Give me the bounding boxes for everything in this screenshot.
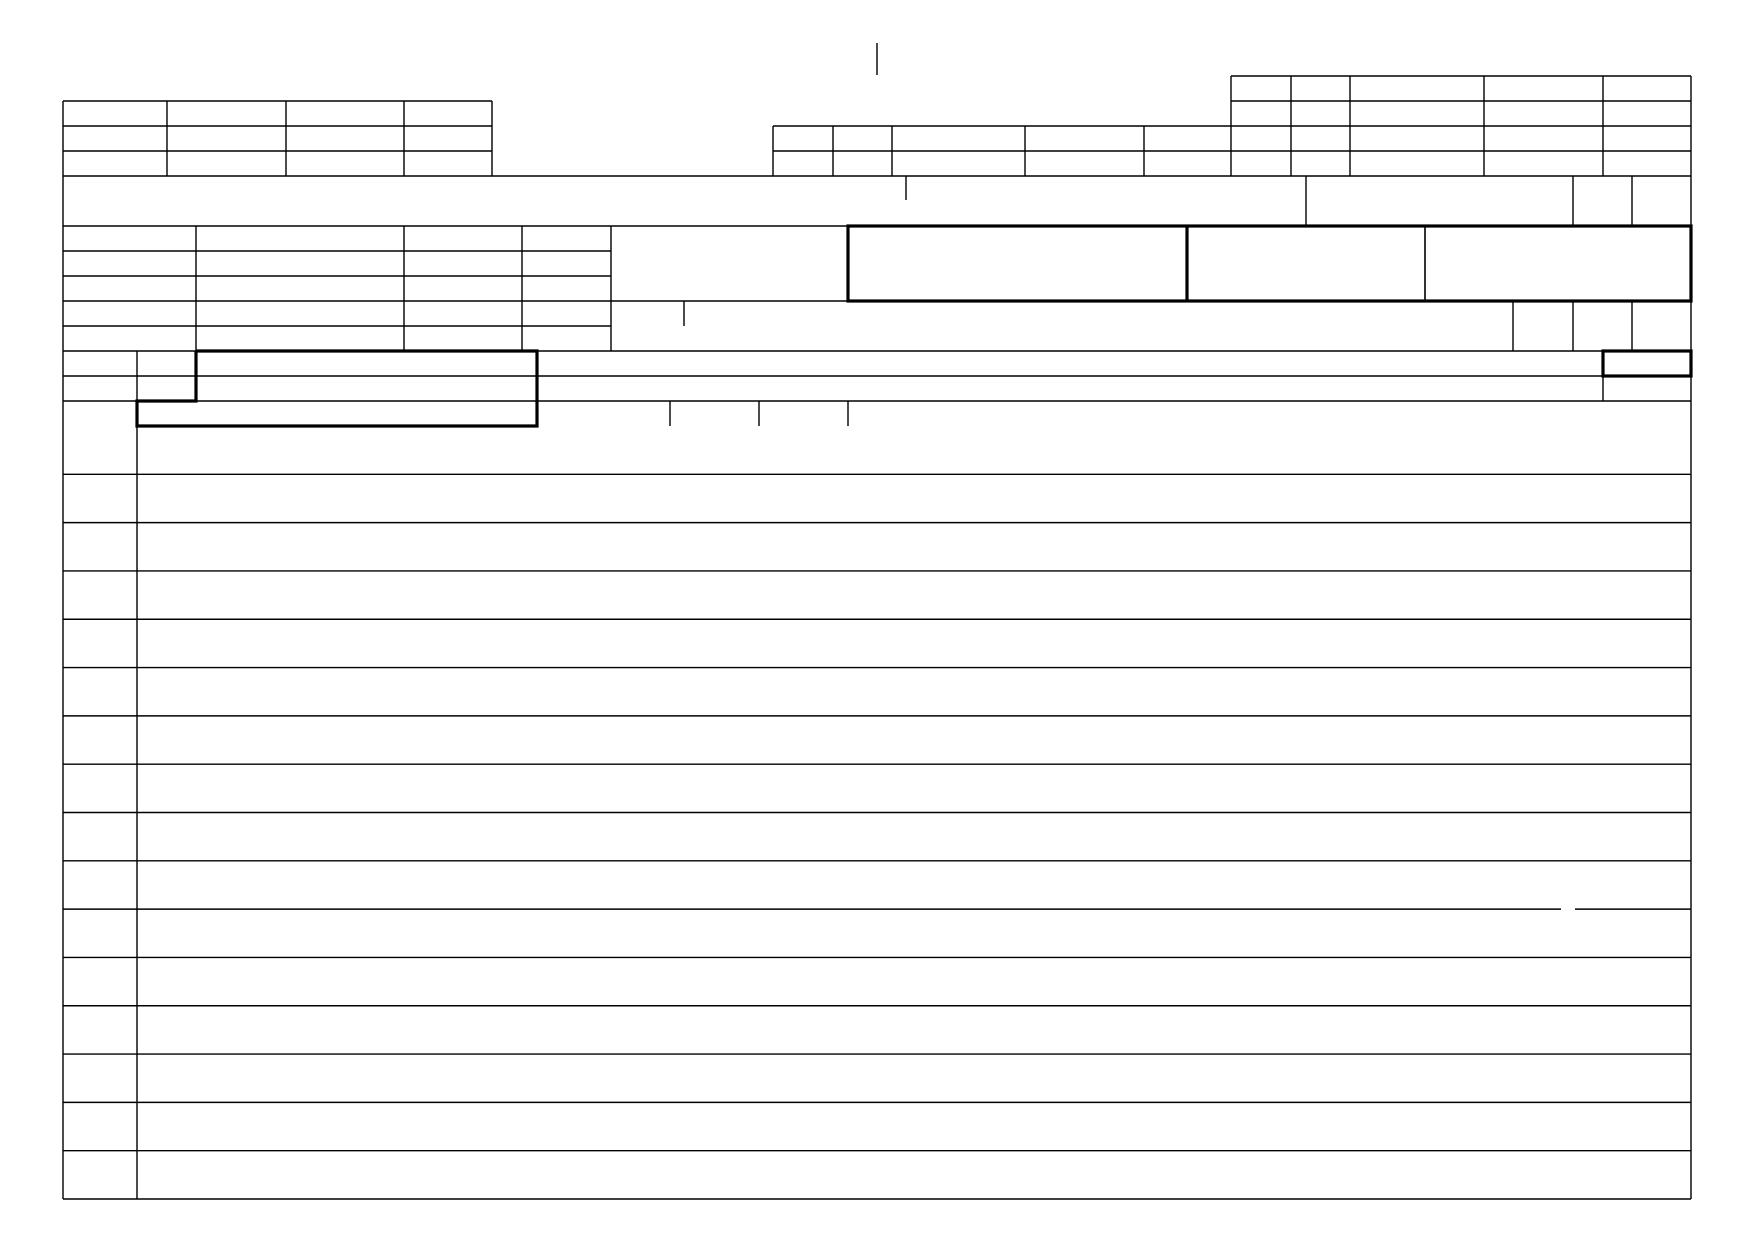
- header-table-left: [62, 100, 493, 176]
- body-rows: [63, 473, 1691, 1152]
- main-frame: [62, 175, 1692, 1200]
- highlight-box-right: [1601, 349, 1693, 378]
- info-table-left: [63, 226, 848, 351]
- highlight-box-upper: [846, 224, 1693, 303]
- header-table-right-upper: [1230, 75, 1692, 126]
- small-cells-right: [1512, 301, 1633, 351]
- title-band: [63, 176, 1633, 227]
- header-table-right-lower: [772, 125, 1692, 176]
